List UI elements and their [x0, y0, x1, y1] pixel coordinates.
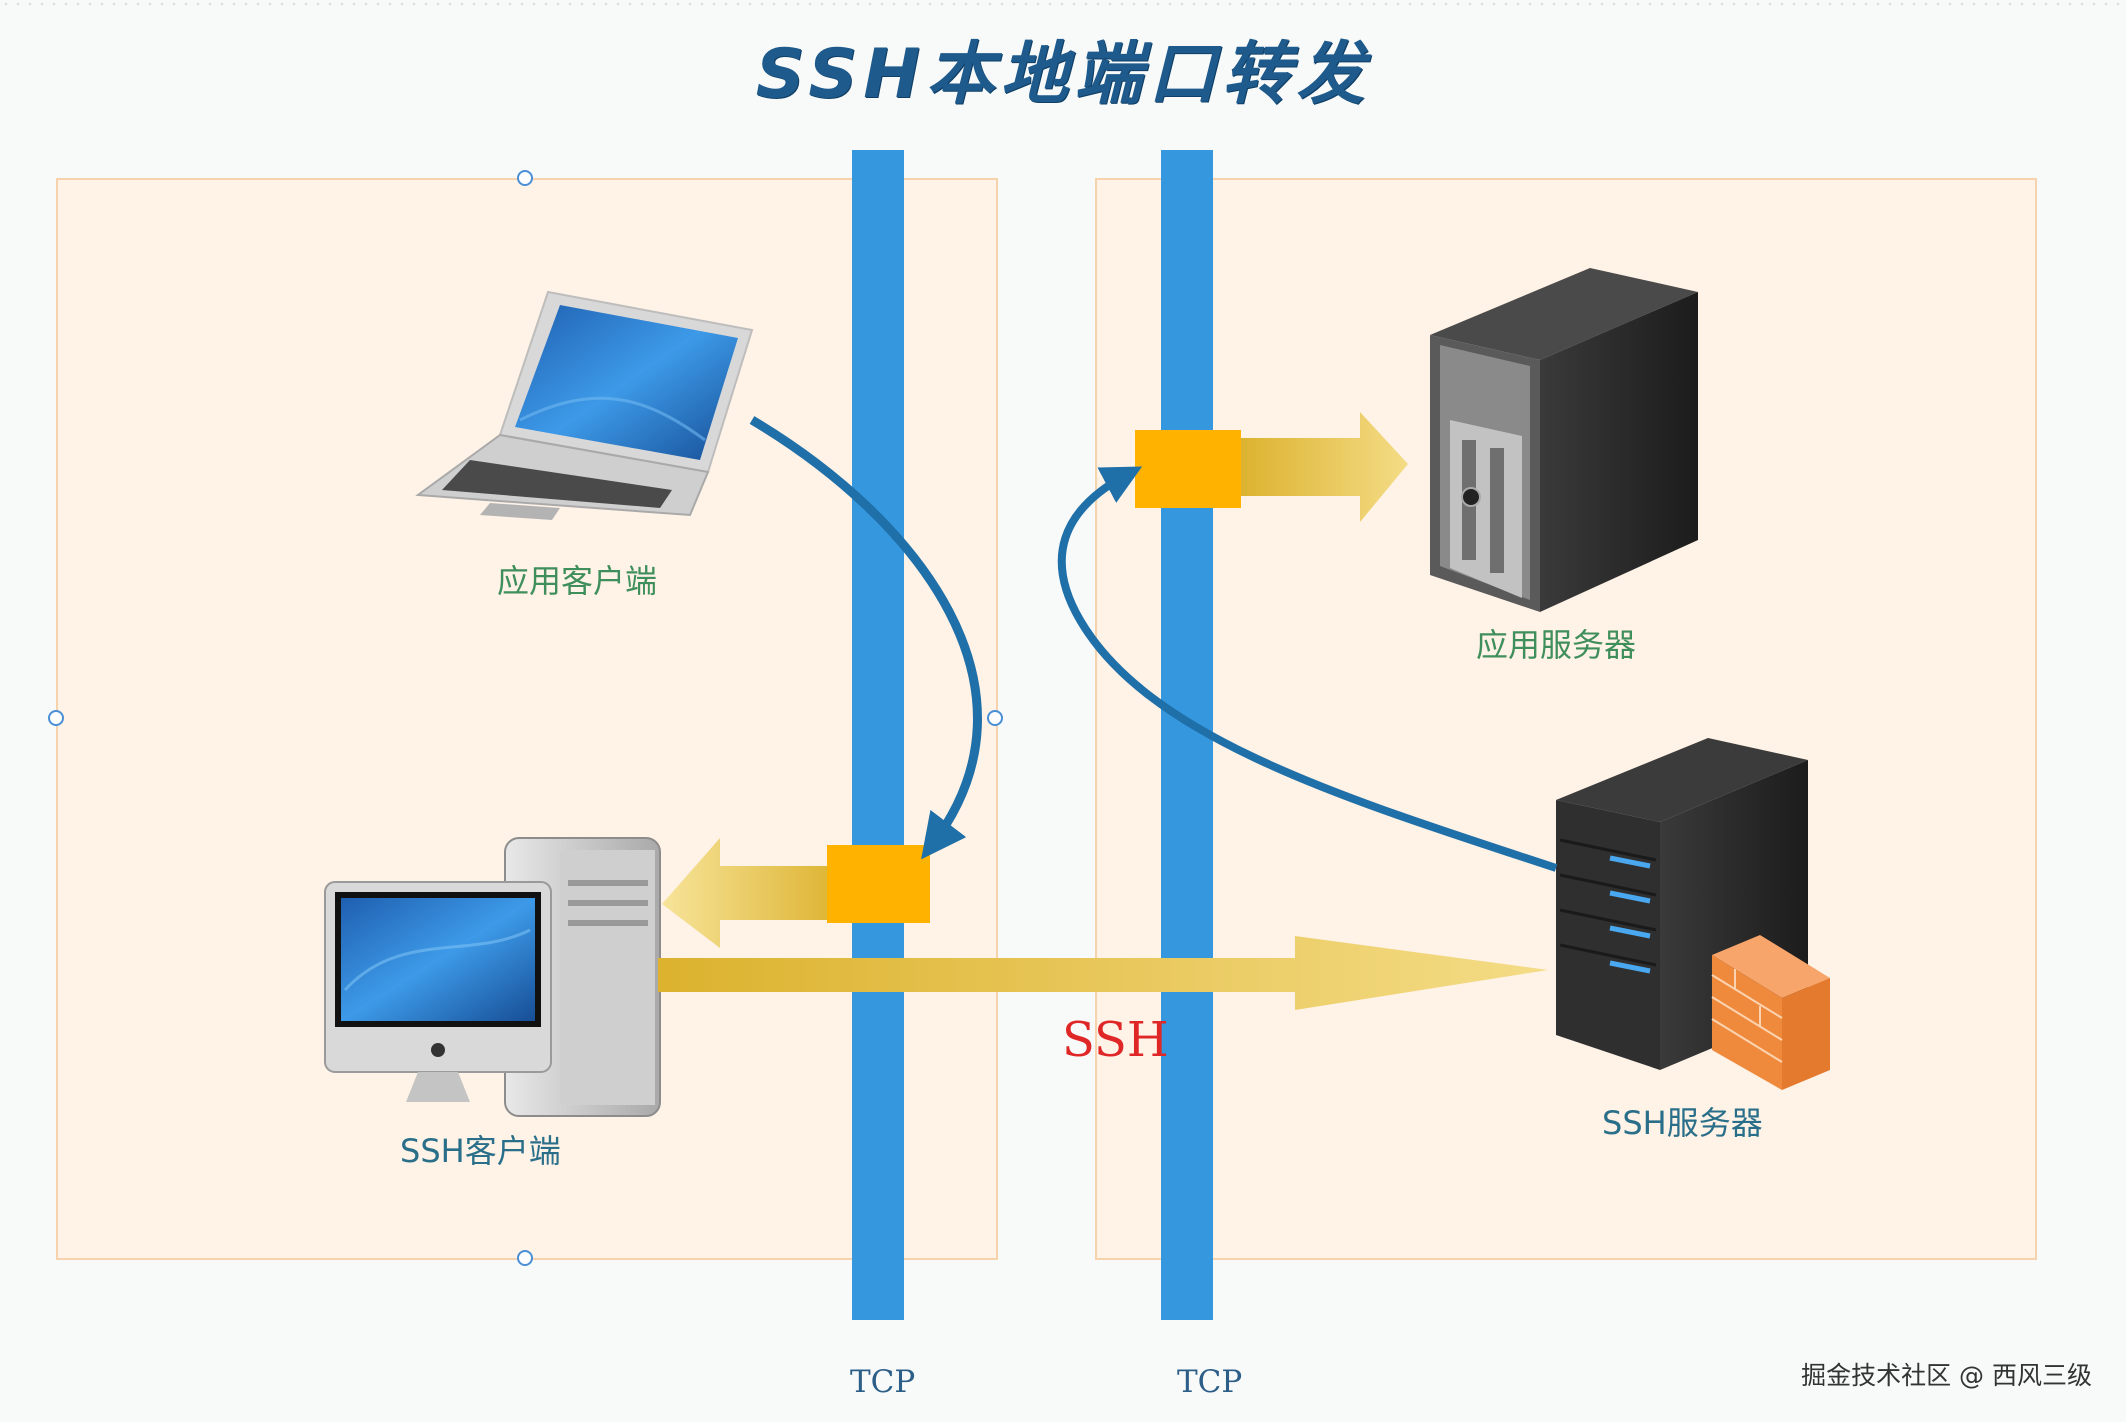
top-dotted-border [0, 0, 2126, 8]
tcp-bar-left [852, 150, 904, 1320]
resize-handle-bottom[interactable] [517, 1250, 533, 1266]
app-client-label: 应用客户端 [497, 562, 658, 600]
app-server-label: 应用服务器 [1476, 626, 1637, 664]
local-port-block [827, 845, 930, 923]
forward-to-app-server-arrow [1238, 412, 1408, 522]
ssh-tunnel-arrow [658, 936, 1548, 1010]
remote-port-block [1135, 430, 1241, 508]
ssh-server-label: SSH服务器 [1602, 1104, 1763, 1142]
laptop-icon [415, 290, 754, 520]
diagram-title: SSH本地端口转发 [755, 35, 1371, 114]
resize-handle-top[interactable] [517, 170, 533, 186]
resize-handle-right[interactable] [987, 710, 1003, 726]
tcp-label-left: TCP [850, 1364, 916, 1400]
watermark-text: 掘金技术社区 @ 西风三级 [1801, 1361, 2092, 1390]
forward-to-ssh-client-arrow [662, 838, 845, 948]
rack-server-icon [1556, 738, 1808, 1070]
client-to-port-flow [749, 416, 982, 860]
ssh-tunnel-label: SSH [1062, 1012, 1169, 1068]
desktop-computer-icon [324, 837, 661, 1117]
ssh-client-label: SSH客户端 [400, 1132, 561, 1170]
firewall-icon [1711, 935, 1830, 1090]
tcp-label-right: TCP [1177, 1364, 1243, 1400]
ssh-server-to-port-flow [1057, 466, 1558, 872]
tower-server-icon [1430, 268, 1698, 612]
resize-handle-left[interactable] [48, 710, 64, 726]
